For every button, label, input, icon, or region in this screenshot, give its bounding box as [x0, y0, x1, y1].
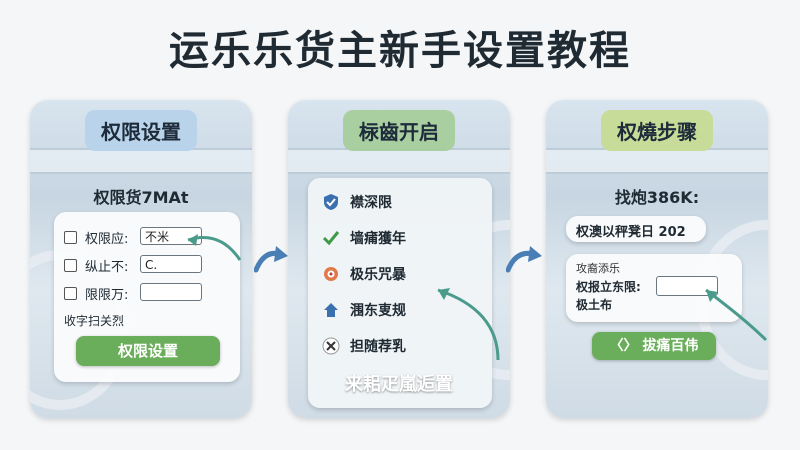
setting-input[interactable] — [140, 283, 202, 301]
permission-settings-button[interactable]: 权限设置 — [76, 336, 220, 366]
curved-arrow-icon — [187, 234, 242, 261]
list-item-label: 墙痡獲年 — [350, 231, 406, 247]
panel-footer-caption: 来耜疋嵐逅置 — [345, 374, 453, 395]
background-rail — [30, 148, 252, 174]
list-item[interactable]: 担随荐乳 — [322, 336, 406, 356]
check-icon — [322, 229, 340, 247]
checkbox[interactable] — [64, 259, 77, 272]
background-rail — [288, 148, 510, 174]
feature-list-card: 襟深限 墙痡獲年 极乐咒暴 涠东叓规 担随荐乳 — [308, 178, 492, 408]
panel-header: 权限设置 — [85, 110, 197, 151]
list-item[interactable]: 襟深限 — [322, 192, 392, 212]
list-item[interactable]: 涠东叓规 — [322, 300, 406, 320]
x-circle-icon — [322, 337, 340, 355]
list-item-label: 涠东叓规 — [350, 303, 406, 319]
next-step-arrow-icon — [506, 246, 542, 273]
panel-permission-settings: 权限设置 权限货7MAt 权限应: 不米 纵止不: C. 限限万: 收字扫关烈 … — [30, 100, 252, 418]
curved-arrow-icon — [705, 288, 768, 342]
list-item-label: 襟深限 — [350, 195, 392, 211]
list-item-label: 极乐咒暴 — [350, 267, 406, 283]
setting-label: 限限万: — [85, 288, 129, 303]
panel-header: 柡齒开启 — [343, 110, 455, 151]
checkbox[interactable] — [64, 287, 77, 300]
form-label: 权报立东限: — [576, 280, 641, 294]
form-label: 极土布 — [576, 298, 613, 312]
form-input[interactable] — [656, 276, 718, 296]
background-rail — [546, 148, 768, 174]
panel-subhead: 权限货7MAt — [93, 188, 189, 207]
settings-card: 权限应: 不米 纵止不: C. 限限万: 收字扫关烈 权限设置 — [54, 212, 240, 382]
shield-check-icon — [322, 193, 340, 211]
list-item-label: 担随荐乳 — [350, 339, 406, 355]
panel-subhead: 找炮386K: — [614, 188, 700, 207]
form-small-label: 攻裔添乐 — [576, 262, 620, 275]
curved-arrow-icon — [437, 288, 500, 361]
form-card: 攻裔添乐 权报立东限: 极土布 — [566, 254, 742, 322]
page-title: 运乐乐货主新手设置教程 — [169, 28, 631, 74]
target-icon — [322, 265, 340, 283]
next-step-arrow-icon — [254, 246, 288, 273]
house-arrow-icon — [322, 301, 340, 319]
setting-row: 权限应: — [64, 228, 128, 247]
list-item[interactable]: 极乐咒暴 — [322, 264, 406, 284]
panel-enable: 柡齒开启 襟深限 墙痡獲年 极乐咒暴 涠东叓规 — [288, 100, 510, 418]
setting-row: 纵止不: — [64, 256, 128, 275]
panel-steps: 权燒步骤 找炮386K: 权澳以秤凳日 202 攻裔添乐 权报立东限: 极土布 … — [546, 100, 768, 418]
checkbox[interactable] — [64, 231, 77, 244]
setting-label: 权限应: — [85, 232, 129, 247]
setting-label: 纵止不: — [85, 260, 129, 275]
setting-input[interactable]: C. — [140, 255, 202, 273]
setting-input[interactable]: 不米 — [140, 227, 202, 245]
setting-row: 限限万: — [64, 284, 128, 303]
info-field-text: 权澳以秤凳日 202 — [576, 225, 686, 240]
confirm-button[interactable]: 〈〉 拔痛百伟 — [592, 332, 716, 360]
info-field-card[interactable]: 权澳以秤凳日 202 — [566, 216, 706, 242]
list-item[interactable]: 墙痡獲年 — [322, 228, 406, 248]
setting-note: 收字扫关烈 — [64, 314, 125, 328]
panel-header: 权燒步骤 — [601, 110, 713, 151]
